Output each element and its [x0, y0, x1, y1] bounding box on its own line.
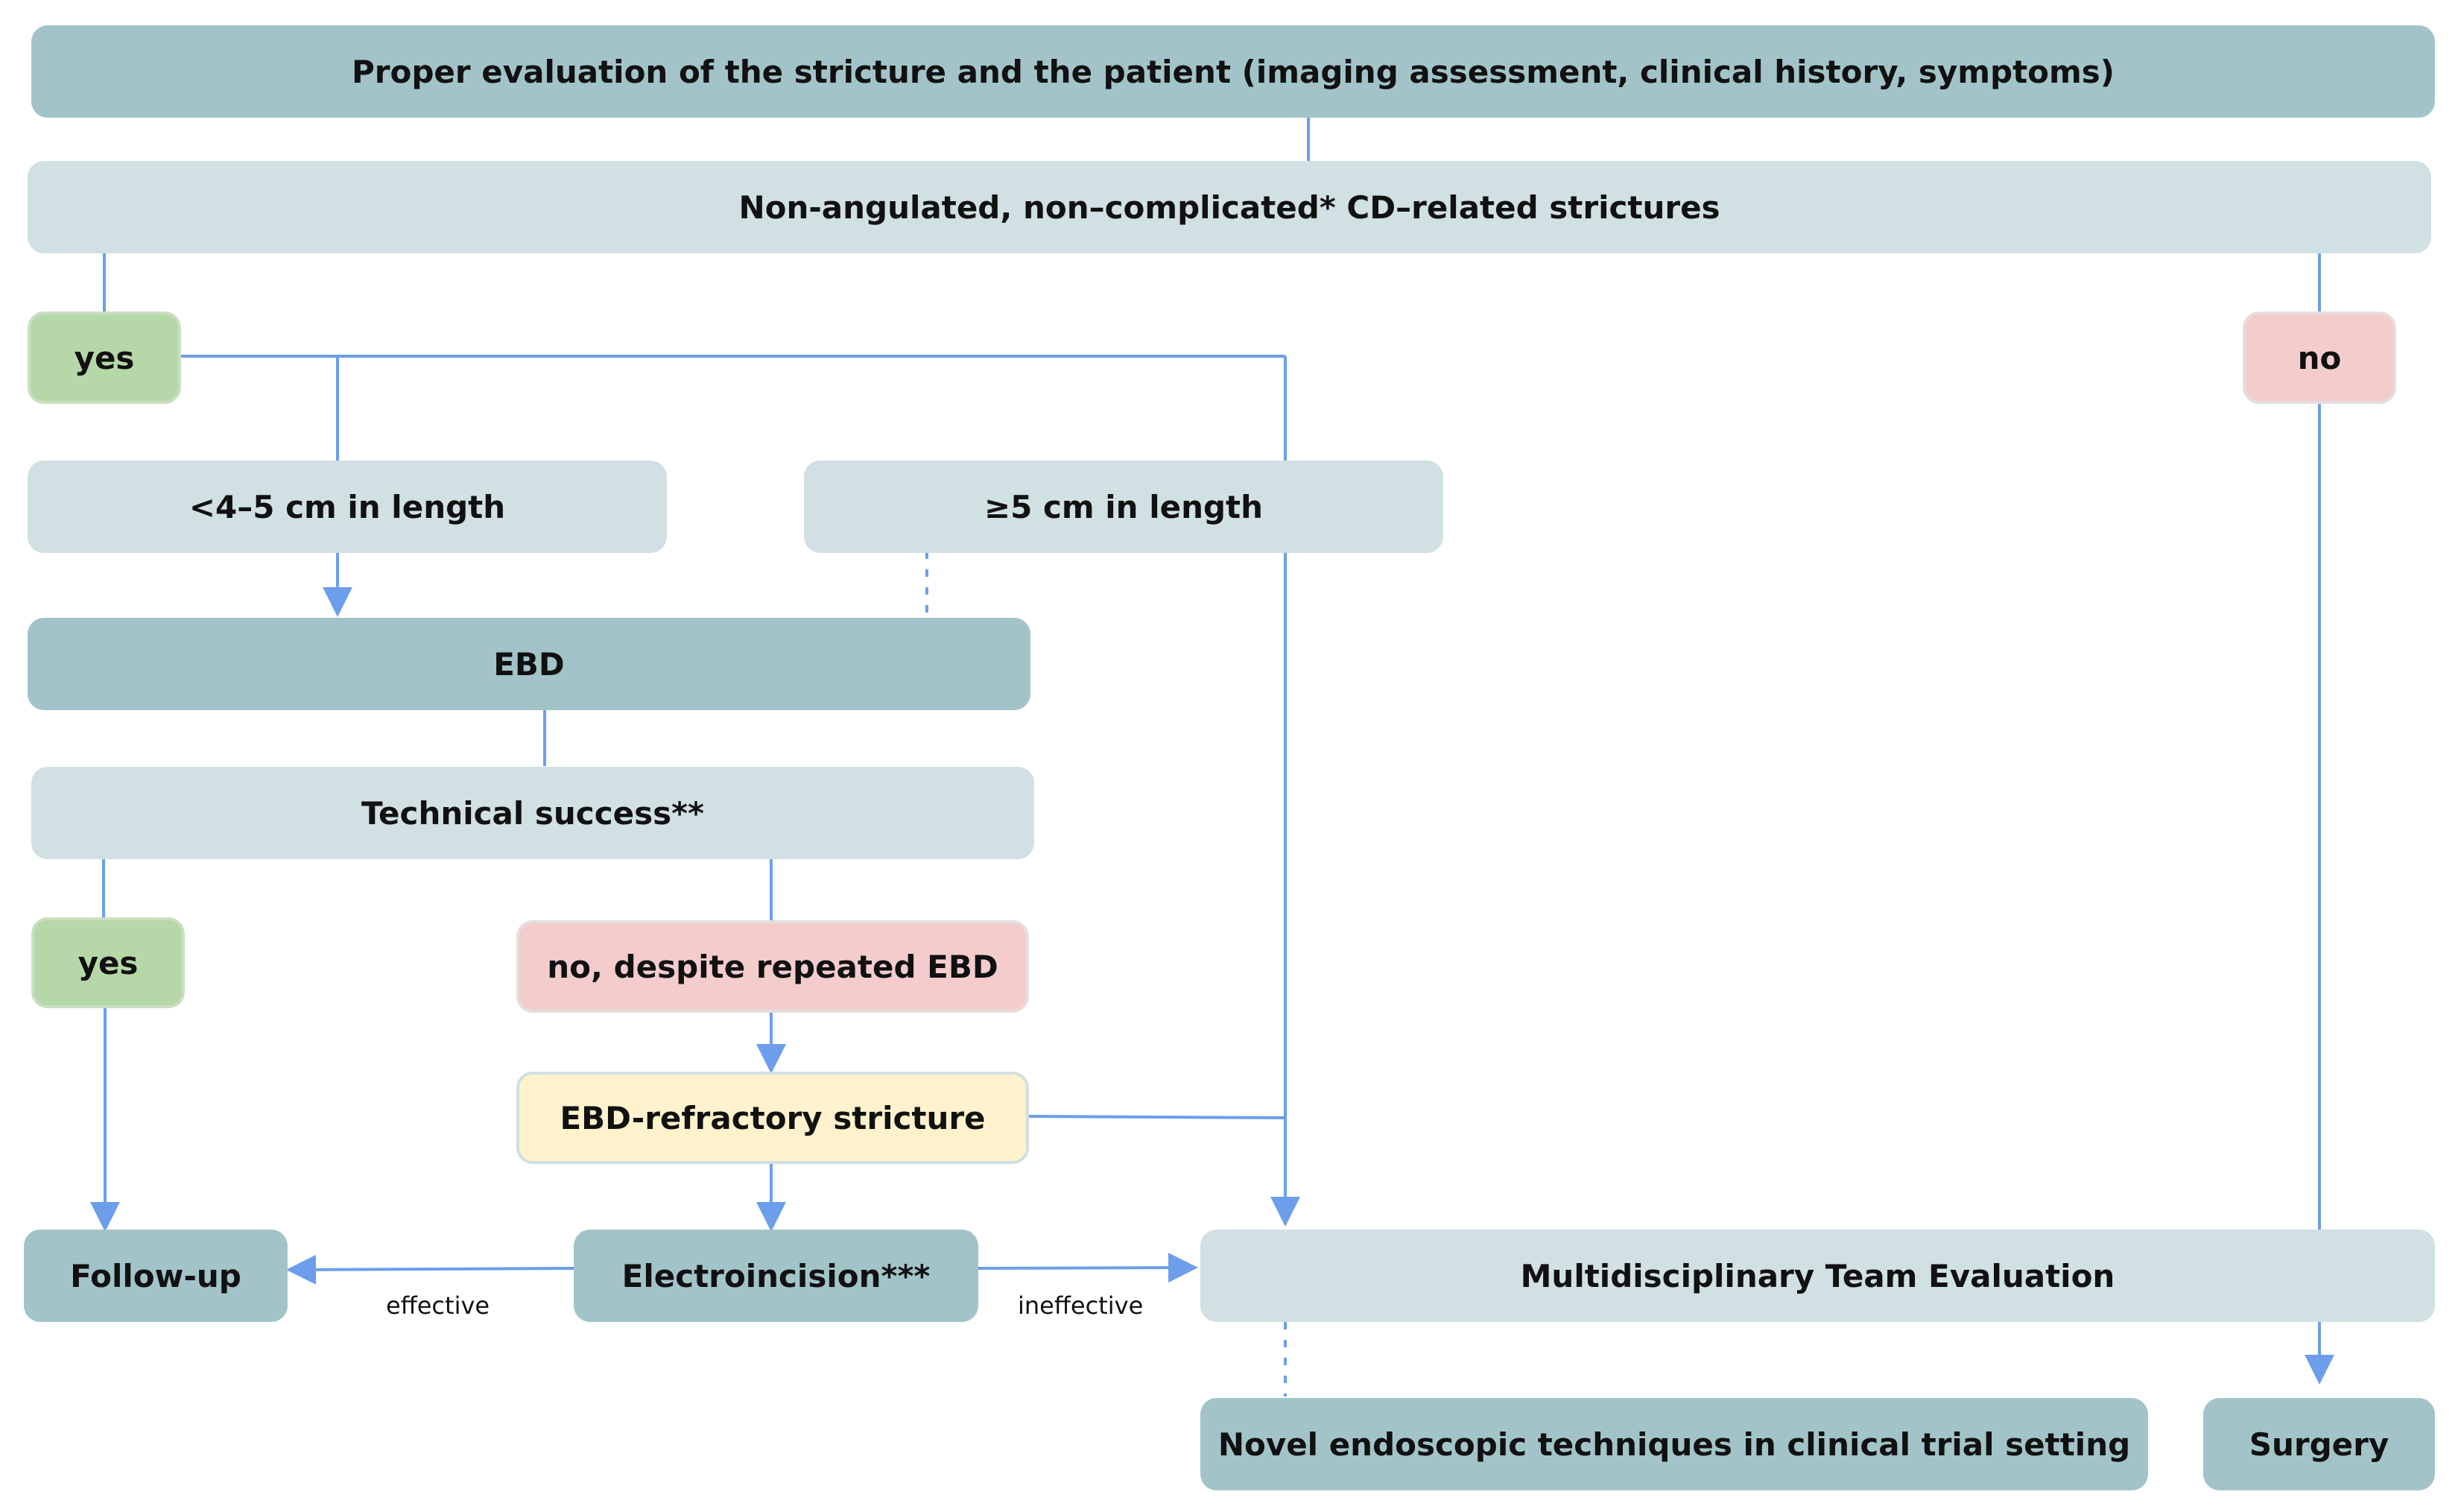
- short-length-box: <4–5 cm in length: [28, 461, 667, 553]
- strictures-box: Non-angulated, non–complicated* CD–relat…: [28, 161, 2431, 253]
- yes-badge-success: yes: [31, 917, 185, 1008]
- ineffective-label: ineffective: [1018, 1291, 1144, 1320]
- no-repeated-ebd-box: no, despite repeated EBD: [516, 920, 1029, 1013]
- evaluation-box: Proper evaluation of the stricture and t…: [31, 25, 2435, 118]
- follow-up-box: Follow-up: [24, 1230, 288, 1322]
- effective-label: effective: [386, 1291, 490, 1320]
- technical-success-box: Technical success**: [31, 767, 1034, 859]
- refractory-stricture-box: EBD-refractory stricture: [516, 1072, 1029, 1164]
- connector-refractory-to-mdt: [1027, 1115, 1286, 1119]
- surgery-box: Surgery: [2203, 1398, 2435, 1490]
- no-badge-top: no: [2243, 311, 2396, 404]
- long-length-box: ≥5 cm in length: [804, 461, 1443, 553]
- novel-techniques-box: Novel endoscopic techniques in clinical …: [1200, 1398, 2148, 1490]
- arrow-electroincision-to-followup: [286, 1254, 574, 1285]
- ebd-box: EBD: [28, 618, 1030, 710]
- mdt-box: Multidisciplinary Team Evaluation: [1200, 1230, 2435, 1322]
- electroincision-box: Electroincision***: [574, 1230, 978, 1322]
- yes-badge-top: yes: [28, 311, 181, 404]
